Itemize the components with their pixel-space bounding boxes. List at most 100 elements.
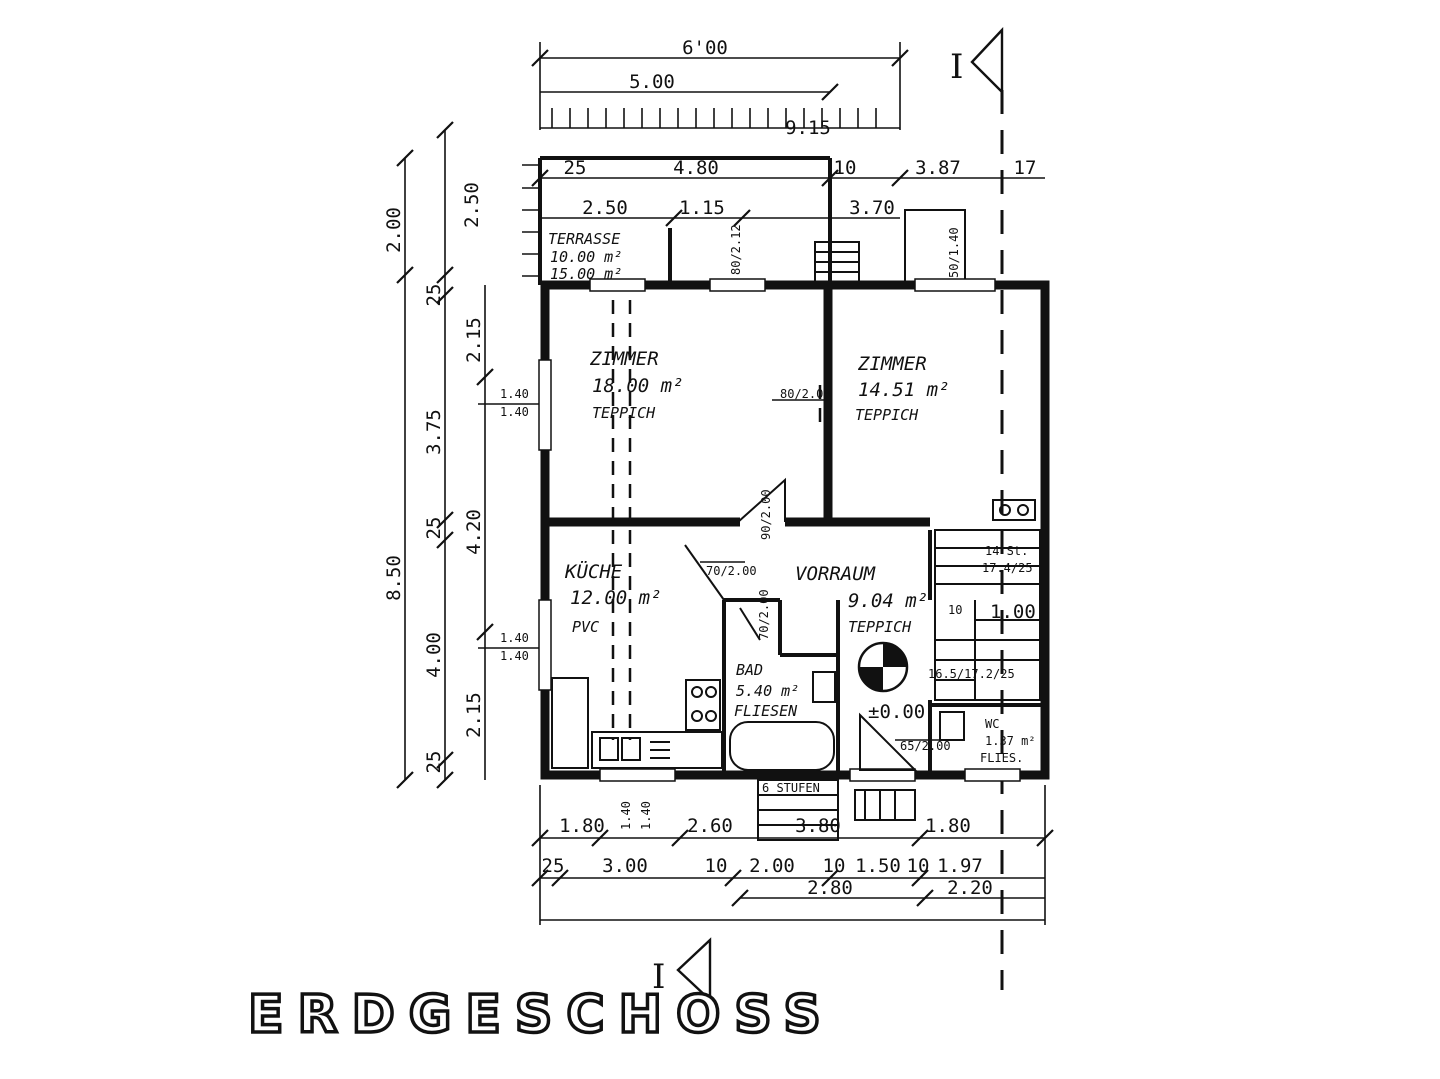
wc-name: WC: [985, 717, 999, 731]
stair-rise-2: 16.5/17.2/25: [928, 667, 1015, 681]
room-kueche: KÜCHE 12.00 m² PVC: [564, 560, 662, 636]
dim-left-inner-0: 2.15: [463, 317, 485, 363]
windows: [538, 278, 1021, 782]
terrace-area: TERRASSE 10.00 m² 15.00 m² 80/2.12 50/1.…: [538, 156, 966, 286]
room-zimmer-2: ZIMMER 14.51 m² TEPPICH: [855, 353, 950, 424]
dim-bottom3-0: 2.80: [807, 877, 853, 899]
door-zimmer1-swing: [737, 477, 786, 523]
stair-rise: 17.4/25: [982, 561, 1033, 575]
dim-bottom2-3: 2.00: [749, 855, 795, 877]
door-terrace-label: 80/2.12: [729, 224, 743, 275]
exterior-wall: [540, 280, 1050, 780]
dim-left-middle-0: 2.50: [461, 182, 483, 228]
dim-row2-1: 1.15: [679, 197, 725, 219]
door-kueche-swing: [684, 544, 725, 601]
zimmer1-area: 18.00 m²: [592, 375, 684, 397]
stair-landing: 1.00: [990, 601, 1036, 623]
window-2-height: 1.40: [500, 649, 529, 663]
room-bad: BAD 5.40 m² FLIESEN: [734, 661, 799, 720]
wc-area: 1.37 m²: [985, 734, 1036, 748]
window-kueche-west: [538, 599, 552, 691]
section-marker-top: I: [950, 26, 1004, 95]
entrance-grate: [854, 789, 916, 821]
dim-row2-2: 3.70: [849, 197, 895, 219]
dim-overall-1: 6'00: [682, 37, 728, 59]
zimmer2-area: 14.51 m²: [858, 379, 950, 401]
dim-bottom2-6: 10: [907, 855, 930, 877]
door-wc-label: 65/2.00: [900, 739, 951, 753]
zimmer1-name: ZIMMER: [589, 348, 659, 370]
zimmer2-floor: TEPPICH: [855, 406, 919, 424]
room-zimmer-1: ZIMMER 18.00 m² TEPPICH: [589, 348, 684, 422]
dim-left-outer-1: 8.50: [383, 555, 405, 601]
dim-bottom1-1: 1.40: [619, 801, 633, 830]
dim-row1-2: 10: [834, 157, 857, 179]
dim-left-middle-5: 25: [423, 751, 445, 774]
kueche-name: KÜCHE: [564, 560, 623, 583]
stair-gap: 10: [948, 603, 962, 617]
dim-bottom2-2: 10: [705, 855, 728, 877]
window-1-height: 1.40: [500, 405, 529, 419]
door-kueche-label: 70/2.00: [706, 564, 757, 578]
kitchen-counter-south: [591, 731, 723, 769]
room-wc: WC 1.37 m² FLIES.: [980, 717, 1036, 765]
section-arrow-icon: [970, 26, 1004, 95]
vorraum-area: 9.04 m²: [848, 590, 928, 612]
dim-tick: [821, 83, 839, 101]
bad-floor: FLIESEN: [734, 702, 798, 720]
dim-overall-2: 5.00: [629, 71, 675, 93]
sink-icon: [599, 737, 619, 761]
window-zimmer1-north: [589, 278, 646, 292]
dim-bottom2-5: 1.50: [855, 855, 901, 877]
door-zimmer2-label: 80/2.00: [780, 387, 831, 401]
entrance-stair-label: 6 STUFEN: [762, 781, 820, 795]
stair-steps: 14 St.: [985, 544, 1028, 558]
bottom-dimensions: 1.80 1.40 2.60 1.40 3.80 1.80 25 3.00 10…: [531, 785, 1054, 925]
stair-outline: [934, 529, 1041, 701]
door-wc-swing: [859, 712, 918, 771]
window-zimmer1-west: [538, 359, 552, 451]
dim-bottom1-4: 3.80: [795, 815, 841, 837]
wc-floor: FLIES.: [980, 751, 1023, 765]
zimmer2-name: ZIMMER: [857, 353, 927, 375]
level-value: ±0.00: [868, 701, 925, 723]
dim-row1-1: 4.80: [673, 157, 719, 179]
vorraum-floor: TEPPICH: [848, 618, 912, 636]
terrace-area-1: 10.00 m²: [550, 248, 622, 266]
bad-area: 5.40 m²: [736, 682, 799, 700]
dim-row1-3: 3.87: [915, 157, 961, 179]
zimmer1-floor: TEPPICH: [592, 404, 656, 422]
window-2-width: 1.40: [500, 631, 529, 645]
dim-bottom3-1: 2.20: [947, 877, 993, 899]
dim-bottom1-5: 1.80: [925, 815, 971, 837]
sink-icon: [621, 737, 641, 761]
dim-left-middle-4: 4.00: [423, 632, 445, 678]
kueche-area: 12.00 m²: [570, 587, 662, 609]
dim-left-middle-3: 25: [423, 517, 445, 540]
door-labels: 80/2.00 90/2.00 70/2.00 70/2.00 65/2.00: [684, 387, 951, 771]
dim-row1-0: 25: [564, 157, 587, 179]
section-label-top: I: [950, 47, 963, 87]
staircase: 14 St. 17.4/25 10 1.00 16.5/17.2/25: [928, 529, 1041, 701]
railing-ticks: [551, 108, 877, 128]
kitchen-fixtures: [551, 499, 1036, 769]
room-vorraum: VORRAUM 9.04 m² TEPPICH: [795, 563, 928, 636]
window-wc-south: [964, 768, 1021, 782]
stove-icon: [685, 679, 721, 731]
window-zimmer2-north: [914, 278, 996, 292]
window-side-label: 50/1.40: [947, 227, 961, 278]
dim-bottom1-0: 1.80: [559, 815, 605, 837]
bad-name: BAD: [736, 661, 763, 679]
section-arrow-icon: [676, 937, 712, 1003]
washbasin-icon: [812, 671, 836, 703]
vorraum-name: VORRAUM: [795, 563, 876, 585]
dim-row1-4: 17: [1014, 157, 1037, 179]
toilet-icon: [939, 711, 965, 741]
entrance-steps: 6 STUFEN: [757, 779, 916, 841]
dim-bottom1-2: 2.60: [687, 815, 733, 837]
dim-left-inner-2: 2.15: [463, 692, 485, 738]
top-dimensions: 6'00 5.00 9.15 25 4.80 10 3.87 17: [531, 37, 1045, 227]
dim-left-inner-1: 4.20: [463, 509, 485, 555]
